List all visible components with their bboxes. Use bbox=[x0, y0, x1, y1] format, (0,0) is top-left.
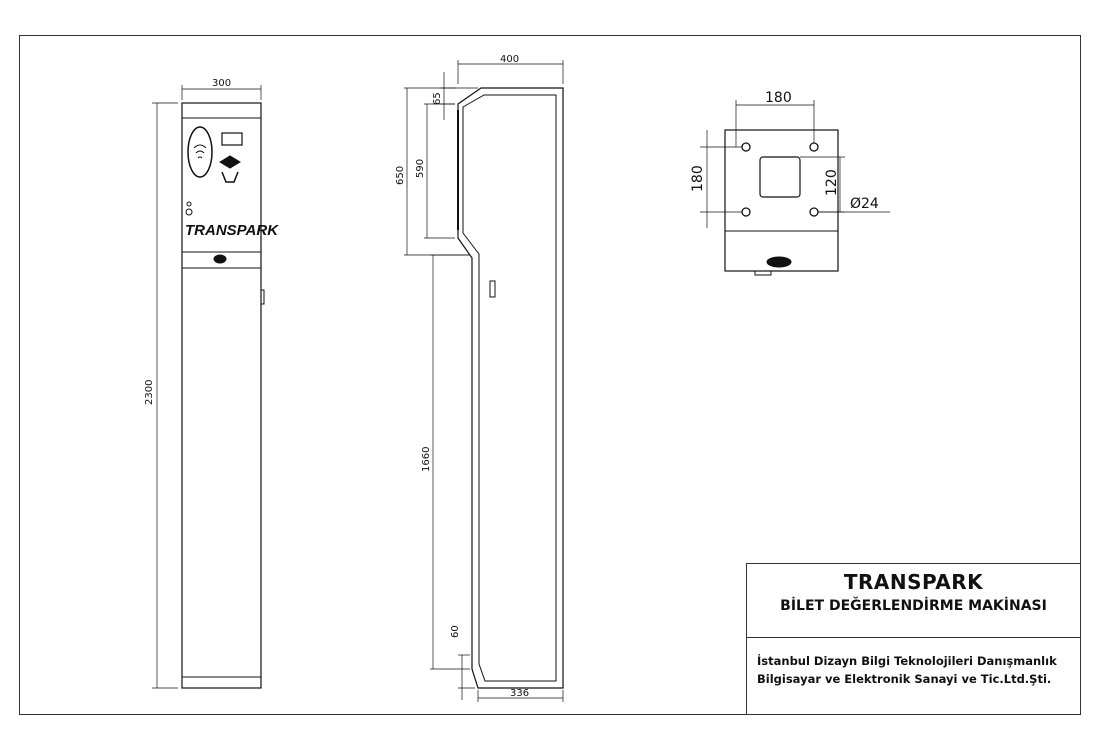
side-inner-profile bbox=[462, 94, 557, 682]
top-sensor-icon bbox=[766, 256, 792, 268]
company-line-1: İstanbul Dizayn Bilgi Teknolojileri Danı… bbox=[757, 654, 1057, 668]
button-icon bbox=[185, 208, 193, 216]
side-top-offset-label: 65 bbox=[432, 92, 443, 105]
sensor-icon bbox=[213, 254, 227, 264]
mounting-hole-icon bbox=[741, 142, 751, 152]
top-cable-opening bbox=[759, 156, 801, 198]
side-body-height-label: 1660 bbox=[421, 447, 432, 472]
side-head-inner-label: 590 bbox=[415, 159, 426, 178]
top-inner-offset-label: 120 bbox=[824, 169, 840, 196]
mounting-hole-icon bbox=[809, 207, 819, 217]
side-top-width-label: 400 bbox=[500, 54, 519, 65]
drawing-subtitle: BİLET DEĞERLENDİRME MAKİNASI bbox=[780, 598, 1047, 614]
drawing-title: TRANSPARK bbox=[843, 570, 984, 594]
front-body-outline bbox=[181, 102, 262, 689]
top-base-plate bbox=[724, 129, 839, 272]
side-latch bbox=[260, 289, 265, 305]
sheet-border bbox=[19, 35, 1081, 715]
company-info: İstanbul Dizayn Bilgi Teknolojileri Danı… bbox=[757, 652, 1077, 688]
mounting-hole-icon bbox=[809, 142, 819, 152]
side-latch-profile bbox=[489, 280, 496, 298]
front-height-label: 2300 bbox=[144, 380, 155, 405]
side-outer-profile bbox=[457, 87, 564, 689]
display-screen bbox=[221, 132, 243, 146]
side-head-height-label: 650 bbox=[395, 166, 406, 185]
ticket-slot-icon bbox=[219, 155, 241, 169]
card-reader-icon bbox=[187, 126, 213, 178]
side-bottom-offset-label: 60 bbox=[450, 625, 461, 638]
ticket-tray-icon bbox=[221, 171, 239, 183]
front-view bbox=[152, 85, 265, 689]
title-block: TRANSPARK BİLET DEĞERLENDİRME MAKİNASI İ… bbox=[746, 563, 1080, 714]
side-bottom-width-label: 336 bbox=[510, 688, 529, 699]
top-hole-spacing-y-label: 180 bbox=[690, 165, 706, 192]
led-icon bbox=[186, 201, 192, 207]
company-line-2: Bilgisayar ve Elektronik Sanayi ve Tic.L… bbox=[757, 672, 1052, 686]
top-hole-diameter-label: Ø24 bbox=[850, 196, 879, 212]
mounting-hole-icon bbox=[741, 207, 751, 217]
front-width-label: 300 bbox=[212, 78, 231, 89]
top-view bbox=[700, 100, 890, 276]
top-foot bbox=[754, 270, 772, 276]
front-brand-label: TRANSPARK bbox=[185, 222, 279, 239]
side-view bbox=[404, 60, 564, 702]
contactless-icon bbox=[193, 144, 207, 159]
top-hole-spacing-x-label: 180 bbox=[765, 90, 792, 106]
title-block-header: TRANSPARK BİLET DEĞERLENDİRME MAKİNASI bbox=[747, 564, 1080, 638]
